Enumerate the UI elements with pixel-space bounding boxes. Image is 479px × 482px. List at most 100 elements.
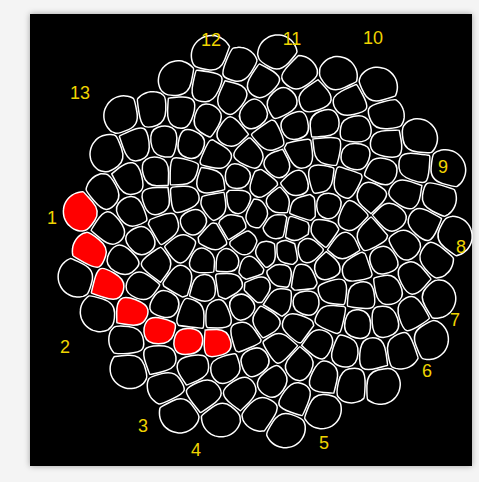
cell bbox=[144, 346, 176, 375]
cell bbox=[109, 326, 144, 354]
cell bbox=[293, 291, 319, 315]
cell bbox=[347, 282, 374, 309]
cell bbox=[206, 300, 231, 328]
cell bbox=[267, 413, 306, 447]
cell bbox=[58, 259, 92, 297]
cell bbox=[310, 110, 339, 137]
highlighted-cell bbox=[174, 328, 203, 354]
cell bbox=[414, 321, 448, 360]
cell bbox=[151, 126, 177, 157]
cell bbox=[372, 306, 399, 337]
spiral-number: 13 bbox=[70, 83, 90, 103]
cell bbox=[374, 275, 403, 304]
cell bbox=[80, 296, 114, 332]
cell bbox=[365, 158, 397, 185]
spiral-number: 8 bbox=[456, 237, 466, 257]
cell bbox=[142, 187, 169, 214]
cell bbox=[218, 81, 247, 115]
spiral-number: 7 bbox=[450, 310, 460, 330]
highlighted-cell bbox=[117, 297, 148, 325]
cell bbox=[171, 186, 200, 212]
cell bbox=[178, 129, 205, 158]
cell bbox=[126, 272, 160, 300]
spiral-number: 11 bbox=[283, 29, 302, 49]
cell bbox=[309, 361, 337, 393]
spiral-number: 2 bbox=[60, 337, 70, 357]
spiral-number: 3 bbox=[138, 416, 148, 436]
spiral-number: 10 bbox=[363, 28, 383, 48]
cell bbox=[277, 240, 297, 264]
cell bbox=[285, 347, 313, 381]
spiral-number: 6 bbox=[422, 361, 432, 381]
cell bbox=[402, 119, 437, 153]
cell bbox=[119, 128, 149, 161]
cell bbox=[341, 144, 370, 170]
cell bbox=[309, 165, 334, 193]
cell bbox=[104, 96, 138, 133]
cell bbox=[211, 354, 240, 384]
cell bbox=[201, 403, 240, 437]
cell bbox=[239, 256, 264, 279]
cell bbox=[284, 139, 312, 168]
spiral-number: 9 bbox=[438, 157, 448, 177]
cell bbox=[438, 216, 472, 255]
cell bbox=[216, 249, 239, 272]
cell bbox=[225, 164, 250, 189]
cell bbox=[317, 193, 341, 219]
cell bbox=[319, 57, 357, 90]
cell bbox=[367, 368, 400, 404]
spiral-number: 12 bbox=[201, 30, 221, 50]
cell bbox=[190, 275, 216, 302]
spiral-number: 5 bbox=[319, 433, 329, 453]
cell bbox=[360, 338, 388, 370]
spiral-number: 4 bbox=[191, 440, 201, 460]
highlighted-cell bbox=[91, 268, 124, 299]
spiral-number: 1 bbox=[47, 208, 57, 228]
cell bbox=[110, 355, 147, 388]
cell bbox=[345, 310, 371, 339]
cell bbox=[177, 298, 204, 328]
cell bbox=[279, 383, 310, 416]
cell bbox=[313, 138, 341, 166]
cell bbox=[107, 245, 139, 275]
cell bbox=[194, 104, 221, 137]
cell bbox=[431, 150, 466, 187]
cell bbox=[368, 100, 404, 129]
cell bbox=[389, 180, 422, 209]
cell bbox=[189, 248, 214, 273]
cell bbox=[159, 399, 199, 433]
cell bbox=[192, 70, 222, 102]
cell bbox=[197, 168, 225, 193]
cell bbox=[137, 92, 165, 127]
cell bbox=[90, 135, 123, 172]
cell bbox=[257, 366, 287, 398]
cell bbox=[332, 335, 359, 367]
cell bbox=[227, 190, 251, 213]
cell bbox=[170, 158, 198, 185]
cell bbox=[387, 333, 418, 369]
cell bbox=[168, 97, 195, 128]
cell bbox=[264, 149, 290, 178]
cell bbox=[370, 130, 401, 157]
cell bbox=[230, 294, 255, 320]
cell bbox=[290, 194, 316, 220]
cell bbox=[158, 61, 193, 96]
cell bbox=[142, 157, 168, 186]
cell bbox=[359, 67, 397, 101]
cell bbox=[337, 368, 365, 403]
cell bbox=[286, 216, 310, 240]
highlighted-cell bbox=[204, 330, 231, 357]
cell bbox=[340, 116, 371, 142]
cell bbox=[305, 395, 342, 429]
cell bbox=[342, 252, 372, 281]
cell bbox=[318, 279, 346, 305]
cell bbox=[372, 203, 406, 231]
highlighted-cell bbox=[63, 192, 97, 231]
cell bbox=[180, 210, 206, 235]
cell bbox=[291, 264, 317, 290]
cell bbox=[399, 153, 430, 182]
highlighted-cell bbox=[144, 318, 176, 344]
cell bbox=[422, 183, 456, 216]
